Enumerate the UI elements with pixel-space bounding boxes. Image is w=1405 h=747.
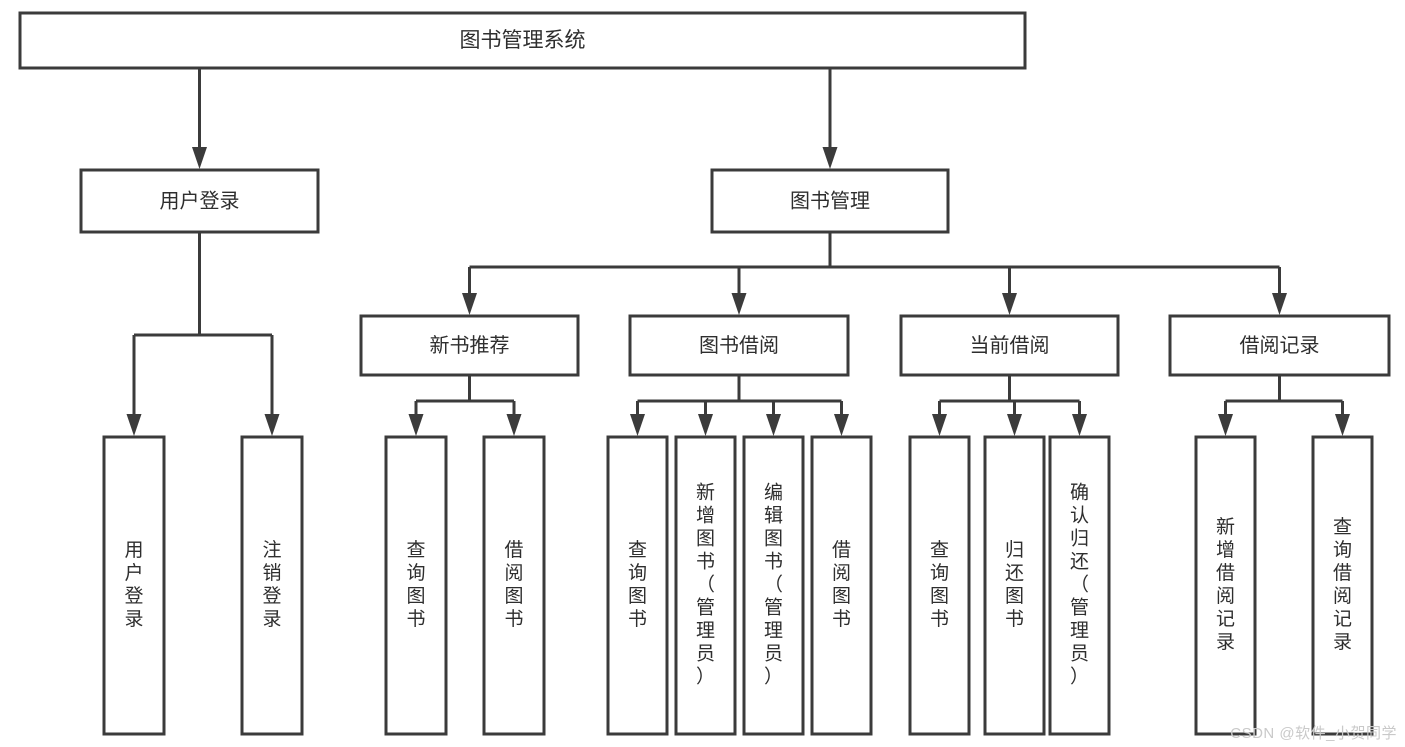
node-label: 借阅图书 <box>504 539 523 630</box>
node-box <box>899 314 1120 377</box>
node-l1-0[interactable]: 用户登录 <box>79 168 320 234</box>
node-lf-12[interactable]: 查询借阅记录 <box>1311 435 1374 736</box>
node-lf-0[interactable]: 用户登录 <box>102 435 166 736</box>
node-box <box>359 314 580 377</box>
node-label: 图书管理系统 <box>460 29 586 52</box>
node-box <box>384 435 448 736</box>
node-label: 当前借阅 <box>970 334 1050 357</box>
node-label: 借阅图书 <box>832 539 851 630</box>
node-box <box>1194 435 1257 736</box>
node-label: 确认归还（管理员） <box>1070 482 1089 688</box>
node-box <box>628 314 850 377</box>
node-box <box>710 168 950 234</box>
node-label: 注销登录 <box>262 539 281 630</box>
node-layer: 图书管理系统用户登录图书管理新书推荐图书借阅当前借阅借阅记录用户登录注销登录查询… <box>18 11 1391 736</box>
node-label: 借阅记录 <box>1240 334 1320 357</box>
node-label: 查询图书 <box>930 539 949 630</box>
node-lf-6[interactable]: 编辑图书（管理员） <box>742 435 805 736</box>
node-l2-2[interactable]: 当前借阅 <box>899 314 1120 377</box>
node-l1-1[interactable]: 图书管理 <box>710 168 950 234</box>
node-box <box>482 435 546 736</box>
node-box <box>810 435 873 736</box>
node-label: 查询图书 <box>628 539 647 630</box>
node-label: 新增图书（管理员） <box>696 482 715 688</box>
node-lf-11[interactable]: 新增借阅记录 <box>1194 435 1257 736</box>
node-box <box>79 168 320 234</box>
node-box <box>1311 435 1374 736</box>
node-box <box>674 435 737 736</box>
node-lf-3[interactable]: 借阅图书 <box>482 435 546 736</box>
node-lf-1[interactable]: 注销登录 <box>240 435 304 736</box>
node-l2-3[interactable]: 借阅记录 <box>1168 314 1391 377</box>
node-box <box>18 11 1027 70</box>
node-box <box>606 435 669 736</box>
node-l2-1[interactable]: 图书借阅 <box>628 314 850 377</box>
node-lf-8[interactable]: 查询图书 <box>908 435 971 736</box>
node-lf-2[interactable]: 查询图书 <box>384 435 448 736</box>
node-label: 新书推荐 <box>430 334 510 357</box>
connector-layer <box>126 66 1350 436</box>
node-label: 用户登录 <box>124 540 143 630</box>
node-lf-7[interactable]: 借阅图书 <box>810 435 873 736</box>
node-label: 图书管理 <box>790 189 870 212</box>
node-root[interactable]: 图书管理系统 <box>18 11 1027 70</box>
node-label: 用户登录 <box>160 189 240 212</box>
node-lf-9[interactable]: 归还图书 <box>983 435 1046 736</box>
node-label: 查询图书 <box>406 539 425 630</box>
node-label: 图书借阅 <box>699 334 779 357</box>
node-box <box>102 435 166 736</box>
node-label: 归还图书 <box>1005 539 1024 630</box>
node-lf-4[interactable]: 查询图书 <box>606 435 669 736</box>
node-l2-0[interactable]: 新书推荐 <box>359 314 580 377</box>
node-box <box>240 435 304 736</box>
node-label: 编辑图书（管理员） <box>764 482 783 688</box>
node-box <box>908 435 971 736</box>
node-lf-10[interactable]: 确认归还（管理员） <box>1048 435 1111 736</box>
node-box <box>742 435 805 736</box>
node-box <box>1168 314 1391 377</box>
node-label: 查询借阅记录 <box>1333 516 1352 653</box>
node-box <box>1048 435 1111 736</box>
node-label: 新增借阅记录 <box>1216 516 1235 653</box>
node-lf-5[interactable]: 新增图书（管理员） <box>674 435 737 736</box>
node-box <box>983 435 1046 736</box>
